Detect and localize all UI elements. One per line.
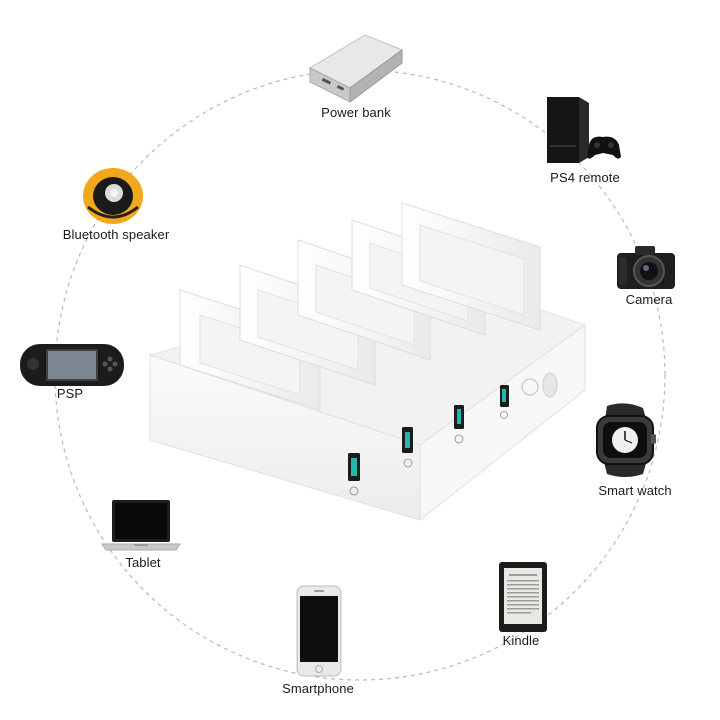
- tablet-icon: [101, 500, 181, 551]
- ps4-remote-label: PS4 remote: [550, 170, 620, 185]
- charging-station: [148, 202, 587, 522]
- power-button: [542, 372, 558, 398]
- usb-ports: [348, 385, 509, 496]
- camera-label: Camera: [625, 292, 673, 307]
- tablet-label: Tablet: [125, 555, 161, 570]
- kindle-label: Kindle: [502, 633, 540, 648]
- indicator-light: [521, 378, 539, 396]
- psp-icon: [20, 344, 124, 386]
- psp-label: PSP: [56, 386, 84, 401]
- ps4-icon: [547, 97, 621, 163]
- smart-watch-label: Smart watch: [598, 483, 672, 498]
- smart-watch-icon: [596, 403, 656, 477]
- power-bank-icon: [308, 34, 404, 103]
- kindle-icon: [499, 562, 547, 632]
- camera-icon: [617, 246, 675, 289]
- power-bank-label: Power bank: [321, 105, 391, 120]
- smartphone-label: Smartphone: [282, 681, 354, 696]
- bluetooth-speaker-label: Bluetooth speaker: [62, 227, 170, 242]
- divider-plates: [179, 202, 541, 411]
- smartphone-icon: [296, 585, 342, 677]
- bluetooth-speaker-icon: [83, 168, 143, 224]
